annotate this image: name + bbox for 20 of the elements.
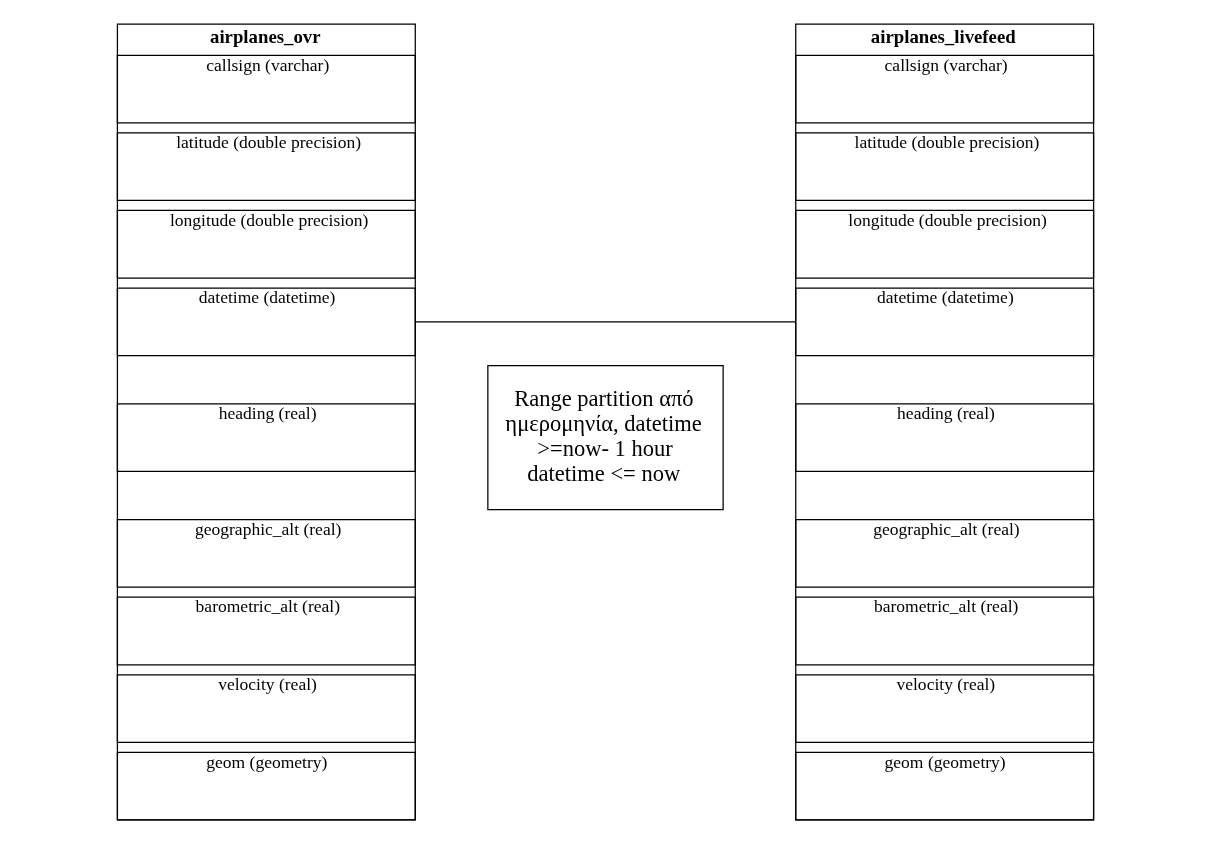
node-box: Range partition από ημερομηνία, datetime >=now- 1 hour datetime <= now [486, 364, 724, 510]
node-box: datetime (datetime) [794, 286, 1094, 356]
node-box: barometric_alt (real) [116, 596, 416, 665]
node-box: callsign (varchar) [794, 54, 1094, 123]
node-box: callsign (varchar) [116, 54, 416, 123]
node-box: longitude (double precision) [794, 209, 1094, 279]
node-box: latitude (double precision) [794, 131, 1094, 201]
node-box: geographic_alt (real) [794, 518, 1094, 588]
node-box: longitude (double precision) [116, 209, 416, 279]
node-box: heading (real) [116, 402, 416, 472]
node-box: geom (geometry) [794, 751, 1094, 821]
node-box: datetime (datetime) [116, 286, 416, 356]
node-box: geom (geometry) [116, 751, 416, 821]
node-box: latitude (double precision) [116, 131, 416, 201]
node-box: barometric_alt (real) [794, 596, 1094, 665]
node-box: velocity (real) [116, 673, 416, 743]
node-box: geographic_alt (real) [116, 518, 416, 588]
connector [414, 320, 796, 322]
node-box: velocity (real) [794, 673, 1094, 743]
node-box: heading (real) [794, 402, 1094, 472]
